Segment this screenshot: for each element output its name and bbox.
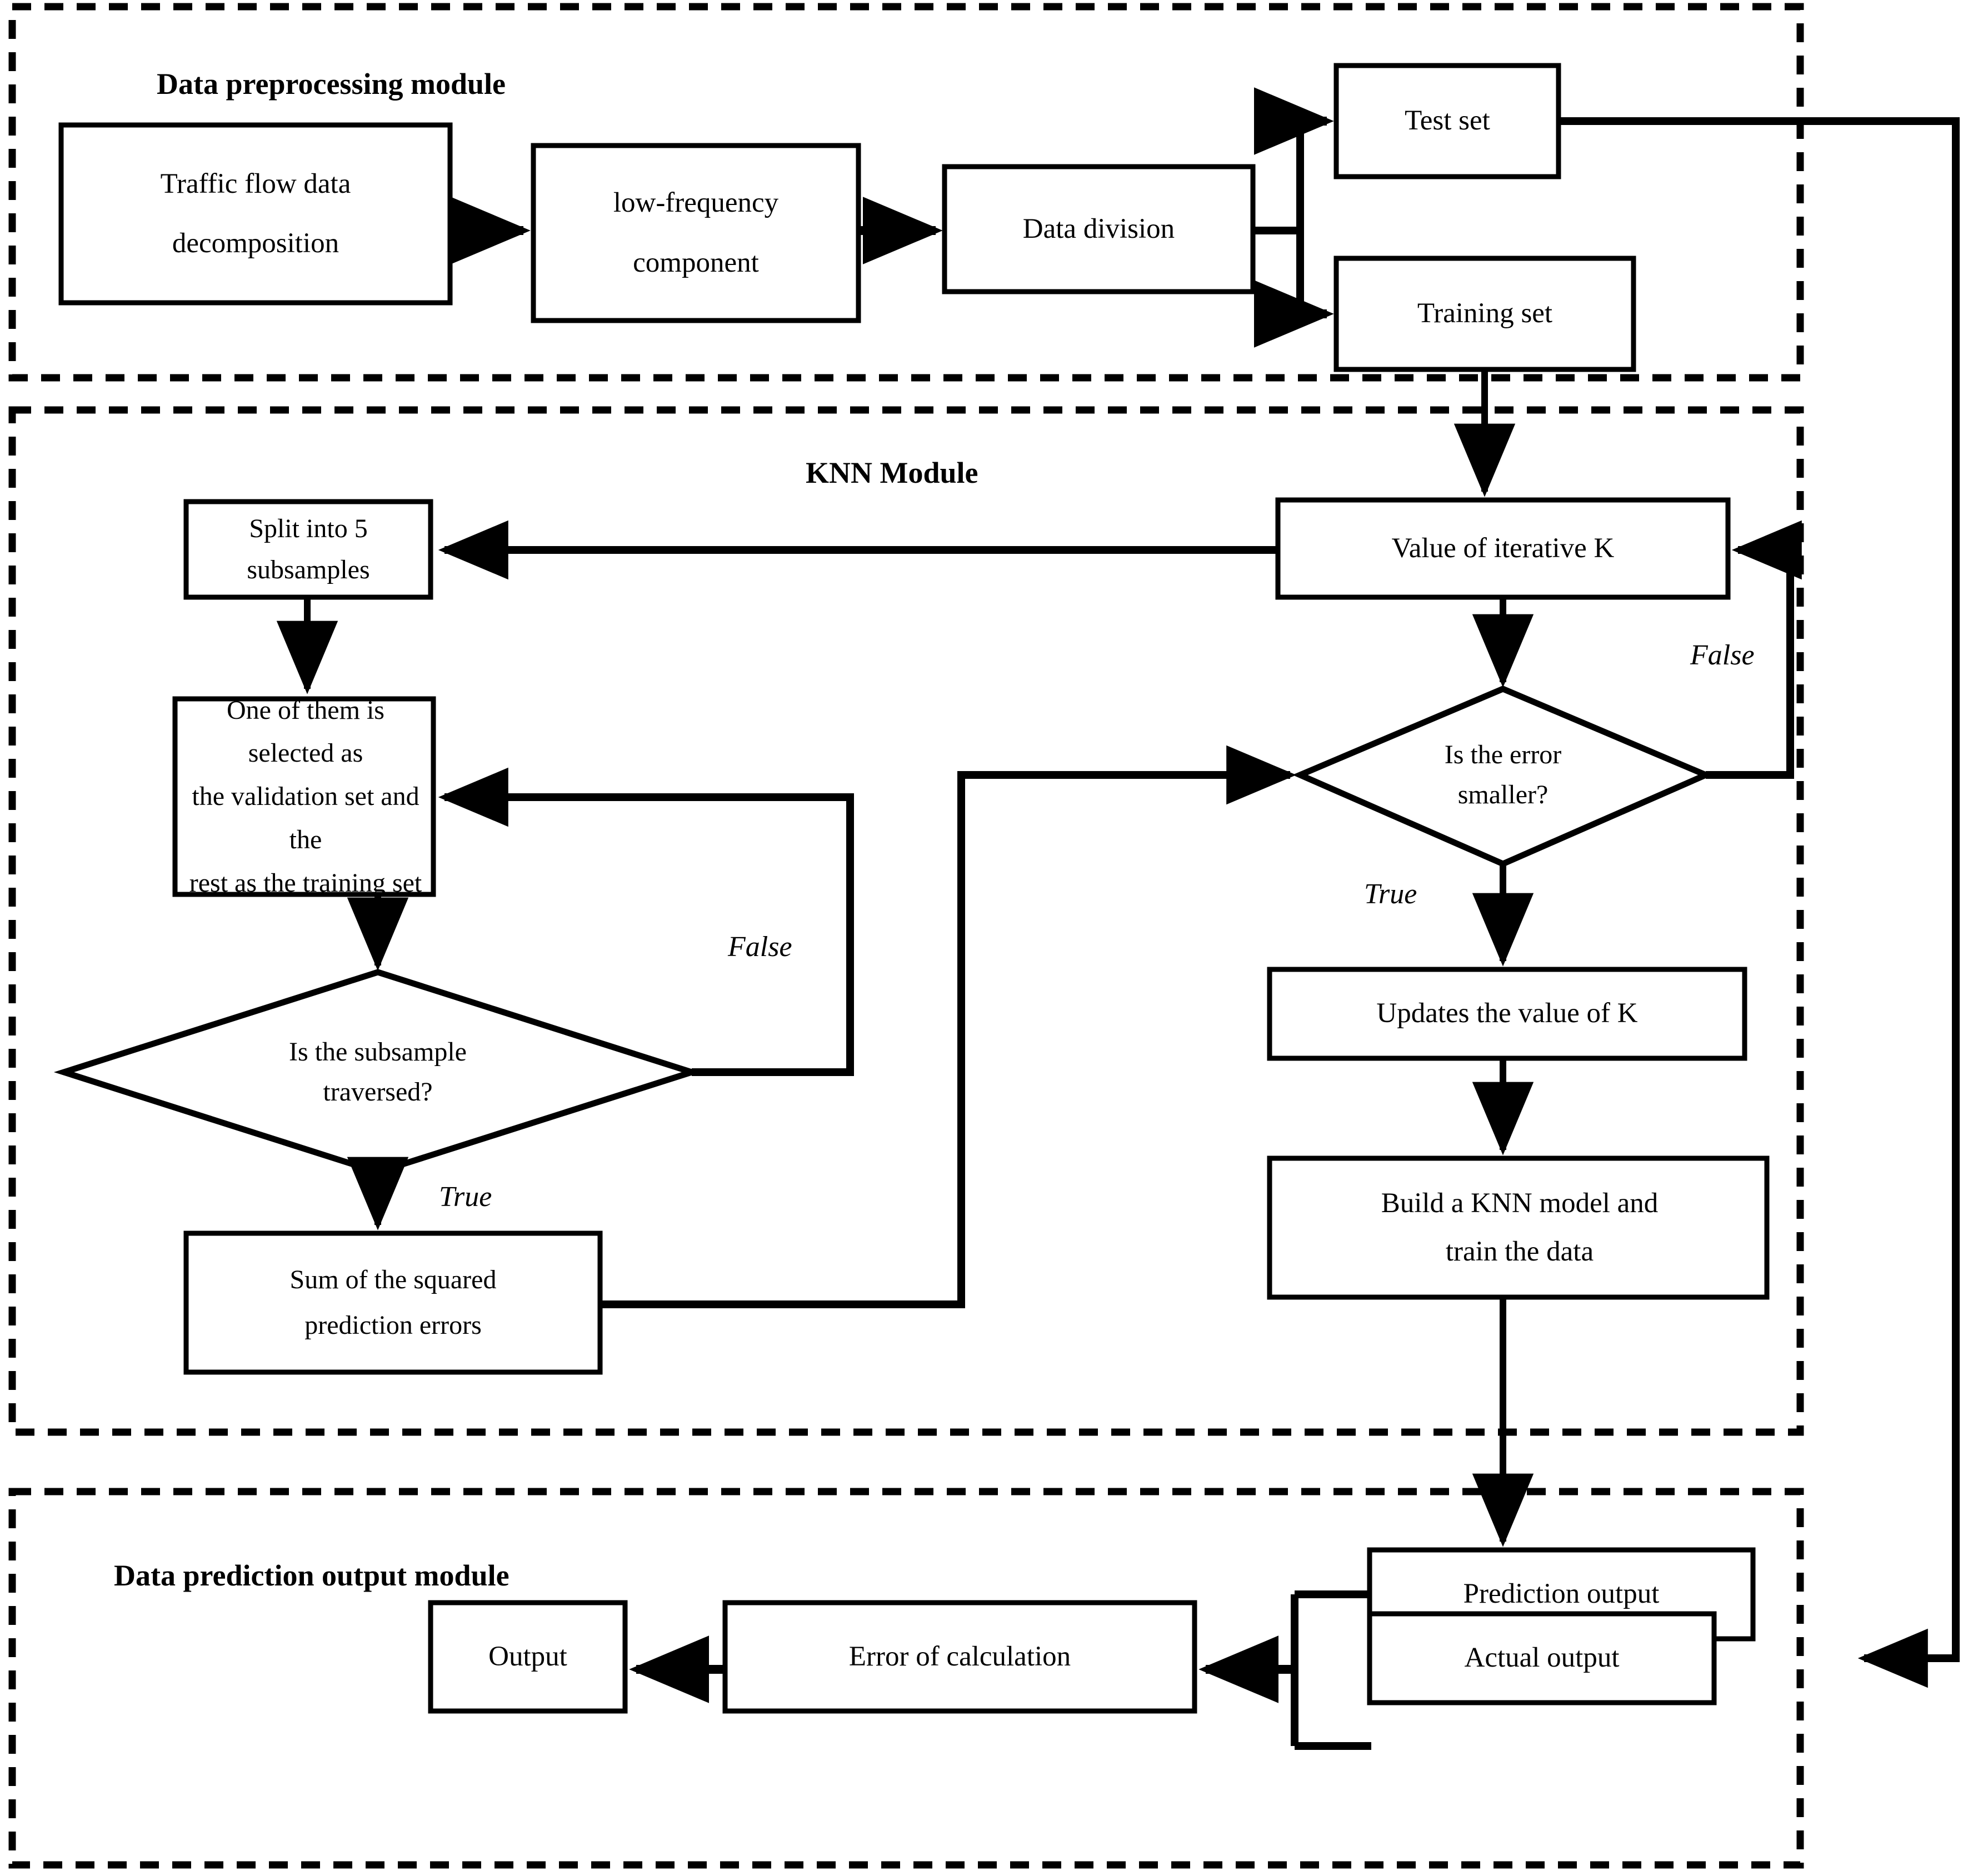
edge-label-error-true: True [1364,878,1417,910]
node-traffic-flow-data-decomposition[interactable] [58,122,453,306]
node-is-the-error-smaller[interactable] [1292,686,1714,868]
node-output[interactable] [428,1600,628,1714]
module-title-preprocessing: Data preprocessing module [157,67,506,101]
edge-sum-to-error-diamond [601,745,1297,1308]
node-split-into-5-subsamples[interactable] [183,499,433,600]
node-updates-the-value-of-k[interactable] [1267,967,1747,1061]
edge-label-subsample-false: False [728,931,792,963]
node-error-of-calculation[interactable] [722,1600,1197,1714]
module-title-output: Data prediction output module [114,1559,510,1592]
edge-traversed-false-loop [438,767,854,1076]
node-actual-output[interactable] [1367,1611,1717,1705]
edge-label-subsample-true: True [439,1181,492,1213]
module-title-knn: KNN Module [806,456,978,489]
module-knn-border [8,406,1804,1436]
node-low-frequency-component[interactable] [531,143,861,323]
node-value-of-iterative-k[interactable] [1275,497,1731,600]
module-preprocessing-border [8,3,1804,382]
node-one-of-them-selected[interactable] [172,696,436,897]
node-build-knn-model[interactable] [1267,1155,1770,1300]
edge-testset-to-actual-output [1560,117,1960,1688]
node-is-the-subsample-traversed[interactable] [53,969,702,1175]
node-data-division[interactable] [942,164,1256,294]
node-test-set[interactable] [1333,63,1561,179]
edge-label-error-false: False [1690,639,1755,671]
node-training-set[interactable] [1333,256,1636,372]
node-sum-of-squared-prediction-errors[interactable] [183,1230,603,1375]
edge-error-false-loop [1706,520,1802,779]
module-output-border [8,1488,1804,1869]
